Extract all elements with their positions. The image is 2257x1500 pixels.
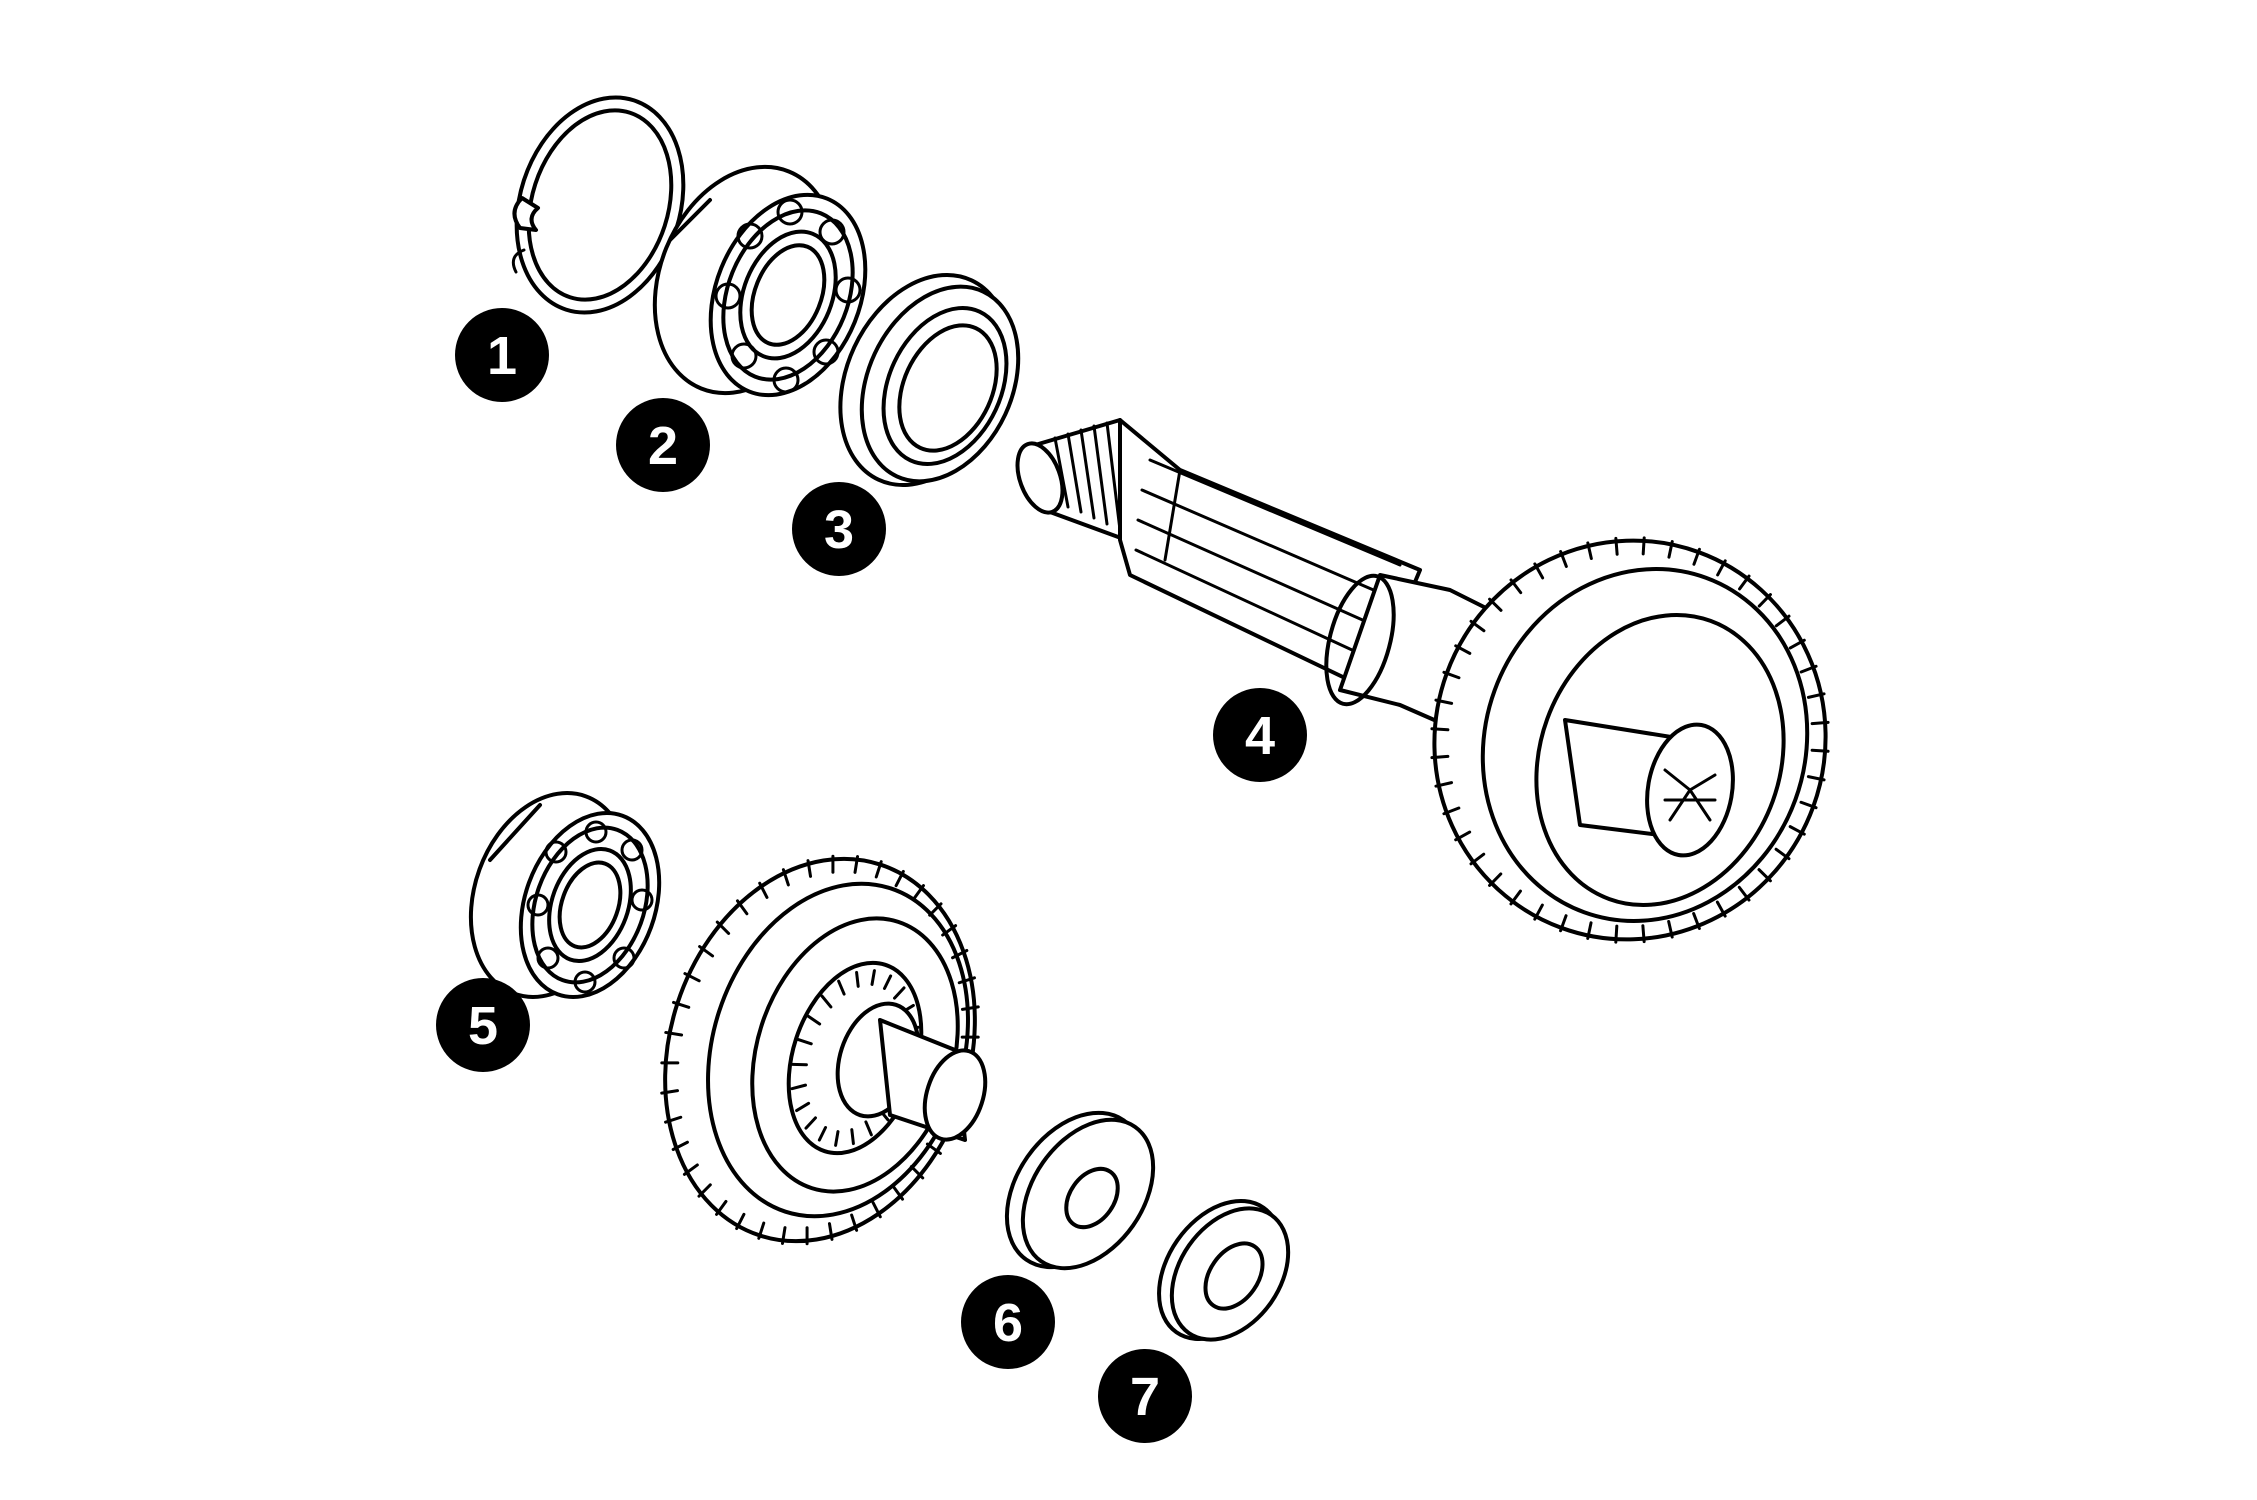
callout-7: 7 (1098, 1349, 1192, 1443)
oil-seal-icon (838, 272, 1021, 488)
driven-shaft-gear-icon (1015, 418, 1830, 944)
callout-3: 3 (792, 482, 886, 576)
gear-needle-bearing-icon (660, 854, 988, 1246)
washer-icon (1004, 1110, 1156, 1271)
callout-6: 6 (961, 1275, 1055, 1369)
ball-bearing-icon (468, 791, 662, 999)
callout-number: 3 (824, 500, 854, 560)
callout-number: 5 (468, 996, 498, 1056)
ball-bearing-icon (652, 164, 868, 398)
callout-2: 2 (616, 398, 710, 492)
callout-number: 1 (487, 326, 517, 386)
callout-number: 7 (1130, 1367, 1160, 1427)
callout-1: 1 (455, 308, 549, 402)
washer-icon (1157, 1198, 1291, 1342)
callout-5: 5 (436, 978, 530, 1072)
callout-number: 4 (1245, 706, 1275, 766)
callout-4: 4 (1213, 688, 1307, 782)
callout-number: 2 (648, 416, 678, 476)
callout-number: 6 (993, 1293, 1023, 1353)
